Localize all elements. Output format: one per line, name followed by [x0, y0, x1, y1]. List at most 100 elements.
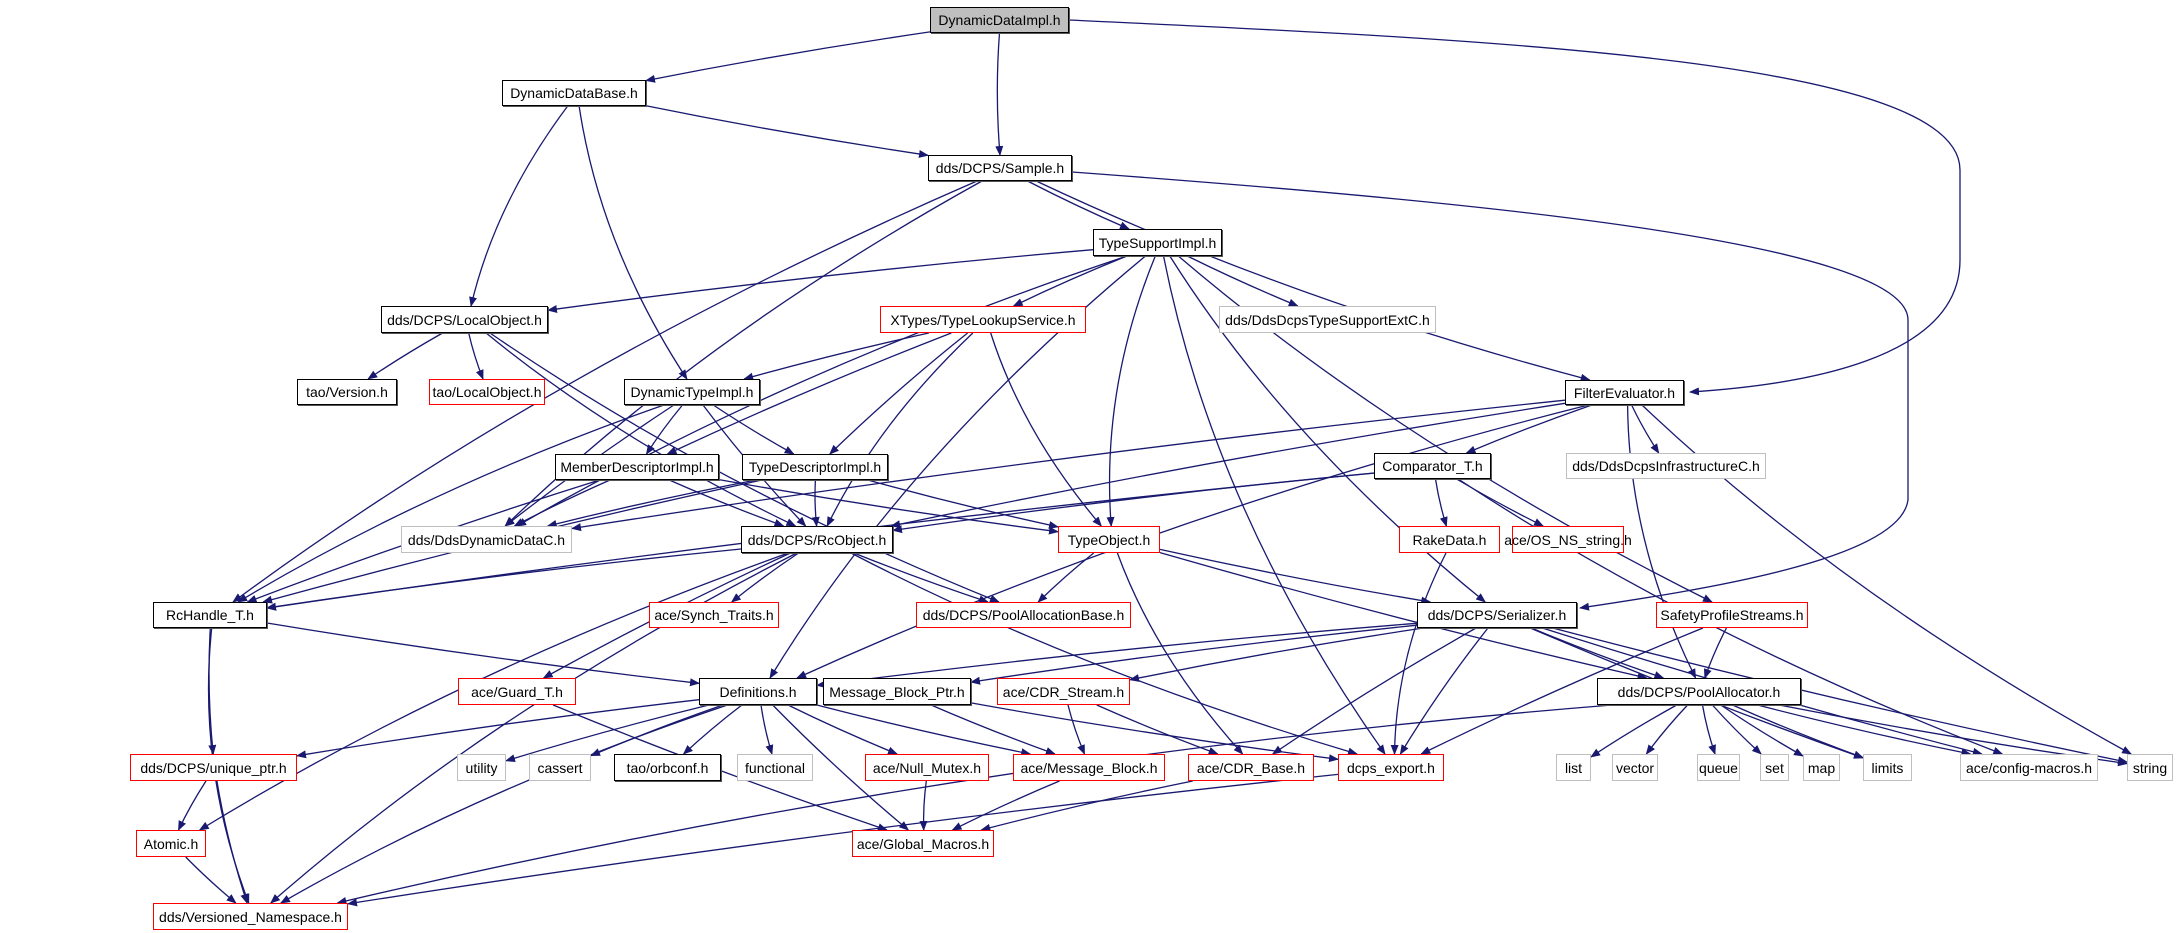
node-map[interactable]: map	[1803, 754, 1840, 781]
node-dds-dcps-unique-ptr-h[interactable]: dds/DCPS/unique_ptr.h	[130, 754, 297, 781]
node-functional[interactable]: functional	[737, 754, 813, 781]
node-queue[interactable]: queue	[1697, 754, 1740, 781]
node-dds-ddsdynamicdatac-h[interactable]: dds/DdsDynamicDataC.h	[401, 526, 572, 553]
node-ace-synch-traits-h[interactable]: ace/Synch_Traits.h	[649, 602, 779, 628]
node-filterevaluator-h[interactable]: FilterEvaluator.h	[1565, 380, 1684, 405]
node-label: dds/Versioned_Namespace.h	[159, 908, 342, 925]
node-ace-global-macros-h[interactable]: ace/Global_Macros.h	[852, 830, 994, 857]
node-label: ace/OS_NS_string.h	[1504, 531, 1632, 548]
node-label: dds/DCPS/PoolAllocator.h	[1617, 683, 1781, 700]
edge-typeobject-to-serializer	[1159, 548, 1432, 605]
node-label: TypeObject.h	[1067, 531, 1151, 548]
edge-rcobject-to-dcpsexport	[850, 552, 1358, 756]
node-label: dds/DCPS/PoolAllocationBase.h	[922, 607, 1125, 623]
node-label: ace/Null_Mutex.h	[872, 759, 982, 776]
node-dynamicdatabase-h[interactable]: DynamicDataBase.h	[502, 80, 646, 106]
node-typesupportimpl-h[interactable]: TypeSupportImpl.h	[1093, 229, 1222, 256]
node-tao-version-h[interactable]: tao/Version.h	[297, 379, 397, 405]
edge-dynamictypeimpl-to-rchandlet	[237, 404, 665, 603]
edge-sample-to-rchandlet	[232, 180, 978, 603]
node-typedescriptorimpl-h[interactable]: TypeDescriptorImpl.h	[742, 454, 888, 480]
edge-filterevaluator-to-infrastructurec	[1631, 404, 1660, 454]
node-label: ace/config-macros.h	[1965, 759, 2093, 776]
node-memberdescriptorimpl-h[interactable]: MemberDescriptorImpl.h	[555, 454, 719, 480]
node-dynamictypeimpl-h[interactable]: DynamicTypeImpl.h	[624, 379, 760, 405]
node-typeobject-h[interactable]: TypeObject.h	[1058, 526, 1160, 553]
node-ace-config-macros-h[interactable]: ace/config-macros.h	[1960, 754, 2098, 781]
node-limits[interactable]: limits	[1863, 754, 1912, 781]
edge-typelookupservice-to-memberdescriptorimpl	[666, 332, 952, 455]
node-xtypes-typelookupservice-h[interactable]: XTypes/TypeLookupService.h	[880, 306, 1086, 333]
edge-poolallocator-to-map	[1720, 704, 1804, 757]
node-label: functional	[745, 759, 805, 776]
node-ace-cdr-stream-h[interactable]: ace/CDR_Stream.h	[997, 678, 1130, 705]
node-list[interactable]: list	[1556, 754, 1591, 781]
edge-comparatort-to-rcobject	[892, 472, 1375, 534]
edge-dynamicdataimpl-to-dynamicdatabase	[645, 31, 931, 83]
node-rchandle-t-h[interactable]: RcHandle_T.h	[153, 602, 267, 628]
edge-definitions-to-uniqueptr	[296, 699, 700, 759]
node-dds-dcps-rcobject-h[interactable]: dds/DCPS/RcObject.h	[741, 526, 893, 553]
node-label: ace/Global_Macros.h	[856, 835, 990, 852]
node-ace-cdr-base-h[interactable]: ace/CDR_Base.h	[1188, 754, 1314, 781]
node-label: ace/Message_Block.h	[1020, 759, 1158, 776]
edge-typesupportimpl-to-localobject	[547, 249, 1094, 313]
node-ace-null-mutex-h[interactable]: ace/Null_Mutex.h	[865, 754, 989, 781]
node-label: ace/CDR_Stream.h	[1002, 683, 1125, 700]
node-label: dds/DCPS/Sample.h	[935, 160, 1065, 176]
node-label: dds/DdsDcpsInfrastructureC.h	[1572, 458, 1760, 474]
node-definitions-h[interactable]: Definitions.h	[699, 678, 817, 705]
edge-cdrstream-to-messageblock	[1067, 704, 1086, 755]
node-message-block-ptr-h[interactable]: Message_Block_Ptr.h	[823, 678, 971, 705]
node-label: DynamicTypeImpl.h	[630, 384, 754, 400]
node-label: Message_Block_Ptr.h	[829, 683, 965, 700]
node-label: ace/Synch_Traits.h	[654, 607, 774, 623]
edge-comparatort-to-rakedata	[1434, 478, 1448, 527]
node-dds-dcps-poolallocator-h[interactable]: dds/DCPS/PoolAllocator.h	[1597, 678, 1801, 705]
node-label: dds/DCPS/Serializer.h	[1427, 607, 1567, 623]
node-label: queue	[1699, 759, 1738, 776]
node-utility[interactable]: utility	[457, 754, 506, 781]
edge-serializer-to-messageblockptr	[970, 624, 1418, 685]
node-atomic-h[interactable]: Atomic.h	[136, 830, 206, 857]
node-rakedata-h[interactable]: RakeData.h	[1399, 526, 1500, 553]
node-ace-message-block-h[interactable]: ace/Message_Block.h	[1013, 754, 1165, 781]
edge-uniqueptr-to-versionednamespace	[216, 780, 249, 904]
edge-atomic-to-versionednamespace	[185, 856, 237, 904]
edge-memberdescriptorimpl-to-rcobject	[669, 479, 785, 527]
edge-filterevaluator-to-comparatort	[1465, 404, 1593, 454]
node-vector[interactable]: vector	[1612, 754, 1658, 781]
edge-definitions-to-orbconf	[682, 704, 743, 755]
node-dds-dcps-serializer-h[interactable]: dds/DCPS/Serializer.h	[1417, 602, 1577, 628]
node-dds-dcps-poolallocationbase-h[interactable]: dds/DCPS/PoolAllocationBase.h	[916, 602, 1131, 628]
node-label: MemberDescriptorImpl.h	[560, 459, 714, 475]
edge-typeobject-to-cdrbase	[1116, 552, 1244, 755]
node-cassert[interactable]: cassert	[529, 754, 591, 781]
node-tao-orbconf-h[interactable]: tao/orbconf.h	[614, 754, 721, 781]
node-comparator-t-h[interactable]: Comparator_T.h	[1374, 453, 1491, 479]
node-label: tao/Version.h	[306, 384, 388, 400]
node-tao-localobject-h[interactable]: tao/LocalObject.h	[429, 379, 545, 405]
edge-filterevaluator-to-poolallocator	[1626, 404, 1697, 679]
node-label: DynamicDataImpl.h	[938, 12, 1061, 28]
node-label: tao/LocalObject.h	[432, 384, 542, 400]
edge-dynamicdatabase-to-localobject	[469, 105, 569, 307]
edge-typedescriptorimpl-to-typeobject	[867, 479, 1059, 529]
node-dds-dcps-localobject-h[interactable]: dds/DCPS/LocalObject.h	[381, 306, 548, 333]
edge-typesupportimpl-to-serializer	[1169, 255, 1486, 603]
node-dcps-export-h[interactable]: dcps_export.h	[1338, 754, 1444, 781]
node-dynamicdataimpl-h[interactable]: DynamicDataImpl.h	[930, 7, 1069, 33]
node-string[interactable]: string	[2127, 754, 2173, 781]
node-safetyprofilestreams-h[interactable]: SafetyProfileStreams.h	[1656, 602, 1808, 628]
node-set[interactable]: set	[1760, 754, 1789, 781]
node-dds-dcps-sample-h[interactable]: dds/DCPS/Sample.h	[928, 155, 1072, 181]
node-dds-ddsdcpsinfrastructurec-h[interactable]: dds/DdsDcpsInfrastructureC.h	[1566, 453, 1766, 479]
edge-poolallocator-to-vector	[1645, 704, 1689, 755]
node-ace-os-ns-string-h[interactable]: ace/OS_NS_string.h	[1504, 526, 1632, 553]
edge-rchandlet-to-uniqueptr	[208, 627, 217, 755]
node-label: RcHandle_T.h	[166, 607, 254, 623]
edge-dynamictypeimpl-to-typedescriptorimpl	[712, 404, 795, 455]
node-dds-ddsdcpstypesupportextc-h[interactable]: dds/DdsDcpsTypeSupportExtC.h	[1219, 306, 1436, 333]
node-dds-versioned-namespace-h[interactable]: dds/Versioned_Namespace.h	[153, 903, 348, 930]
node-ace-guard-t-h[interactable]: ace/Guard_T.h	[458, 678, 576, 705]
